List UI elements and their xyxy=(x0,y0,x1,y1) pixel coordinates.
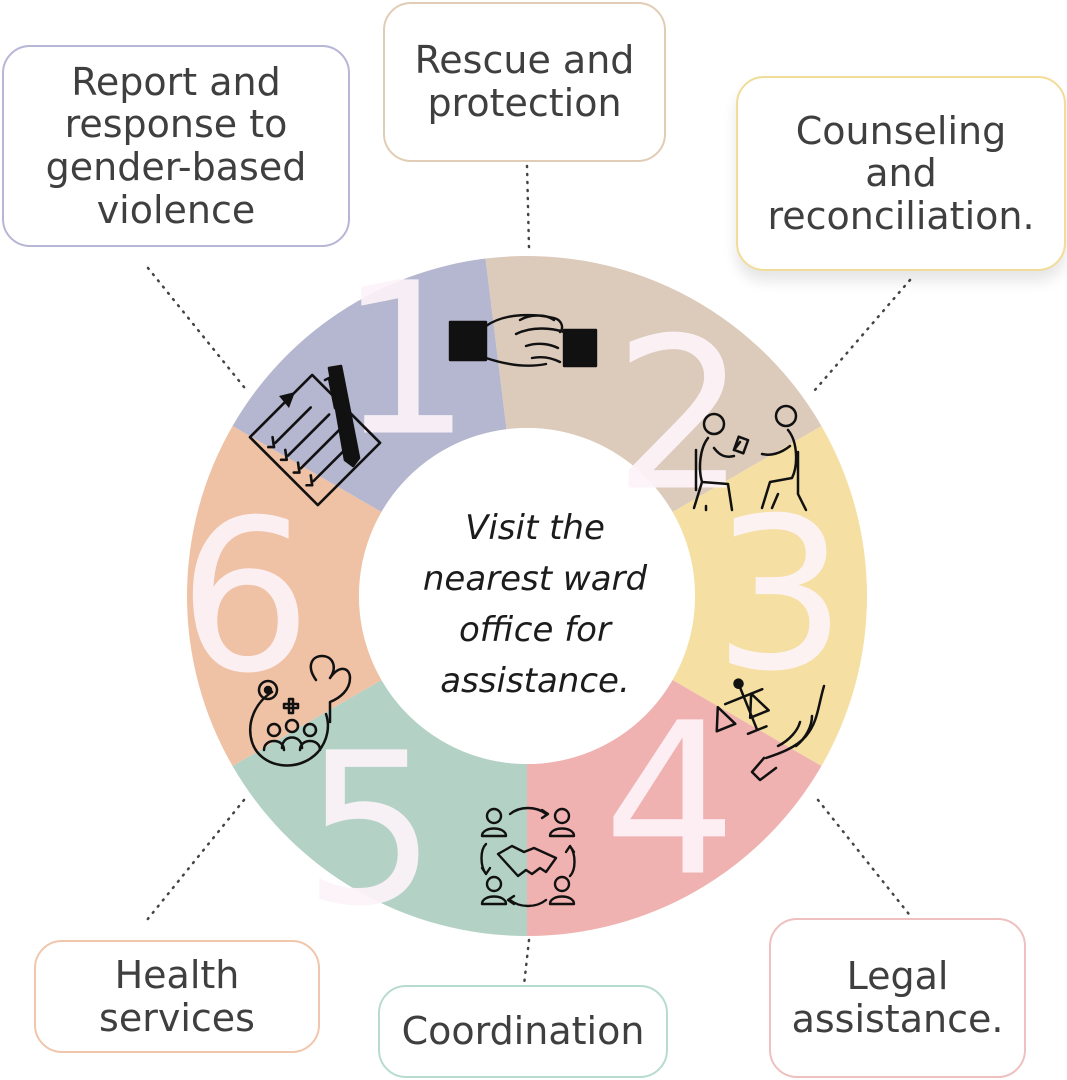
connector-3 xyxy=(813,278,912,392)
label-report-response: Report and response to gender-based viol… xyxy=(2,45,350,247)
segment-number-5: 5 xyxy=(303,708,437,953)
connector-4 xyxy=(816,798,914,920)
helping-hand-icon xyxy=(448,313,598,368)
counseling-icon xyxy=(692,404,808,512)
connector-1 xyxy=(146,266,250,394)
label-counseling: Counseling and reconciliation. xyxy=(736,76,1066,271)
health-stethoscope-icon xyxy=(249,654,352,767)
segment-number-2: 2 xyxy=(613,293,747,538)
segment-number-3: 3 xyxy=(713,473,847,718)
label-coordination: Coordination xyxy=(378,985,668,1078)
segment-number-6: 6 xyxy=(178,475,312,720)
connector-2 xyxy=(525,164,531,250)
label-legal-assistance: Legal assistance. xyxy=(769,918,1026,1078)
ring-segment-2 xyxy=(485,255,822,512)
segment-number-4: 4 xyxy=(603,678,737,923)
ring-segment-5 xyxy=(232,680,527,936)
label-rescue-protection: Rescue and protection xyxy=(383,2,666,162)
connector-5 xyxy=(522,938,531,987)
ring-segment-6 xyxy=(187,426,382,766)
ring-segment-1 xyxy=(232,258,507,512)
ring-segment-3 xyxy=(672,426,867,766)
center-message: Visit the nearest ward office for assist… xyxy=(422,508,648,701)
connector-6 xyxy=(145,798,246,922)
handshake-network-icon xyxy=(480,806,576,908)
legal-hand-scales-icon xyxy=(715,678,826,782)
label-health-services: Health services xyxy=(34,940,320,1053)
ring-segment-4 xyxy=(527,680,822,936)
document-pen-icon xyxy=(248,364,382,507)
center-circle xyxy=(359,428,695,764)
